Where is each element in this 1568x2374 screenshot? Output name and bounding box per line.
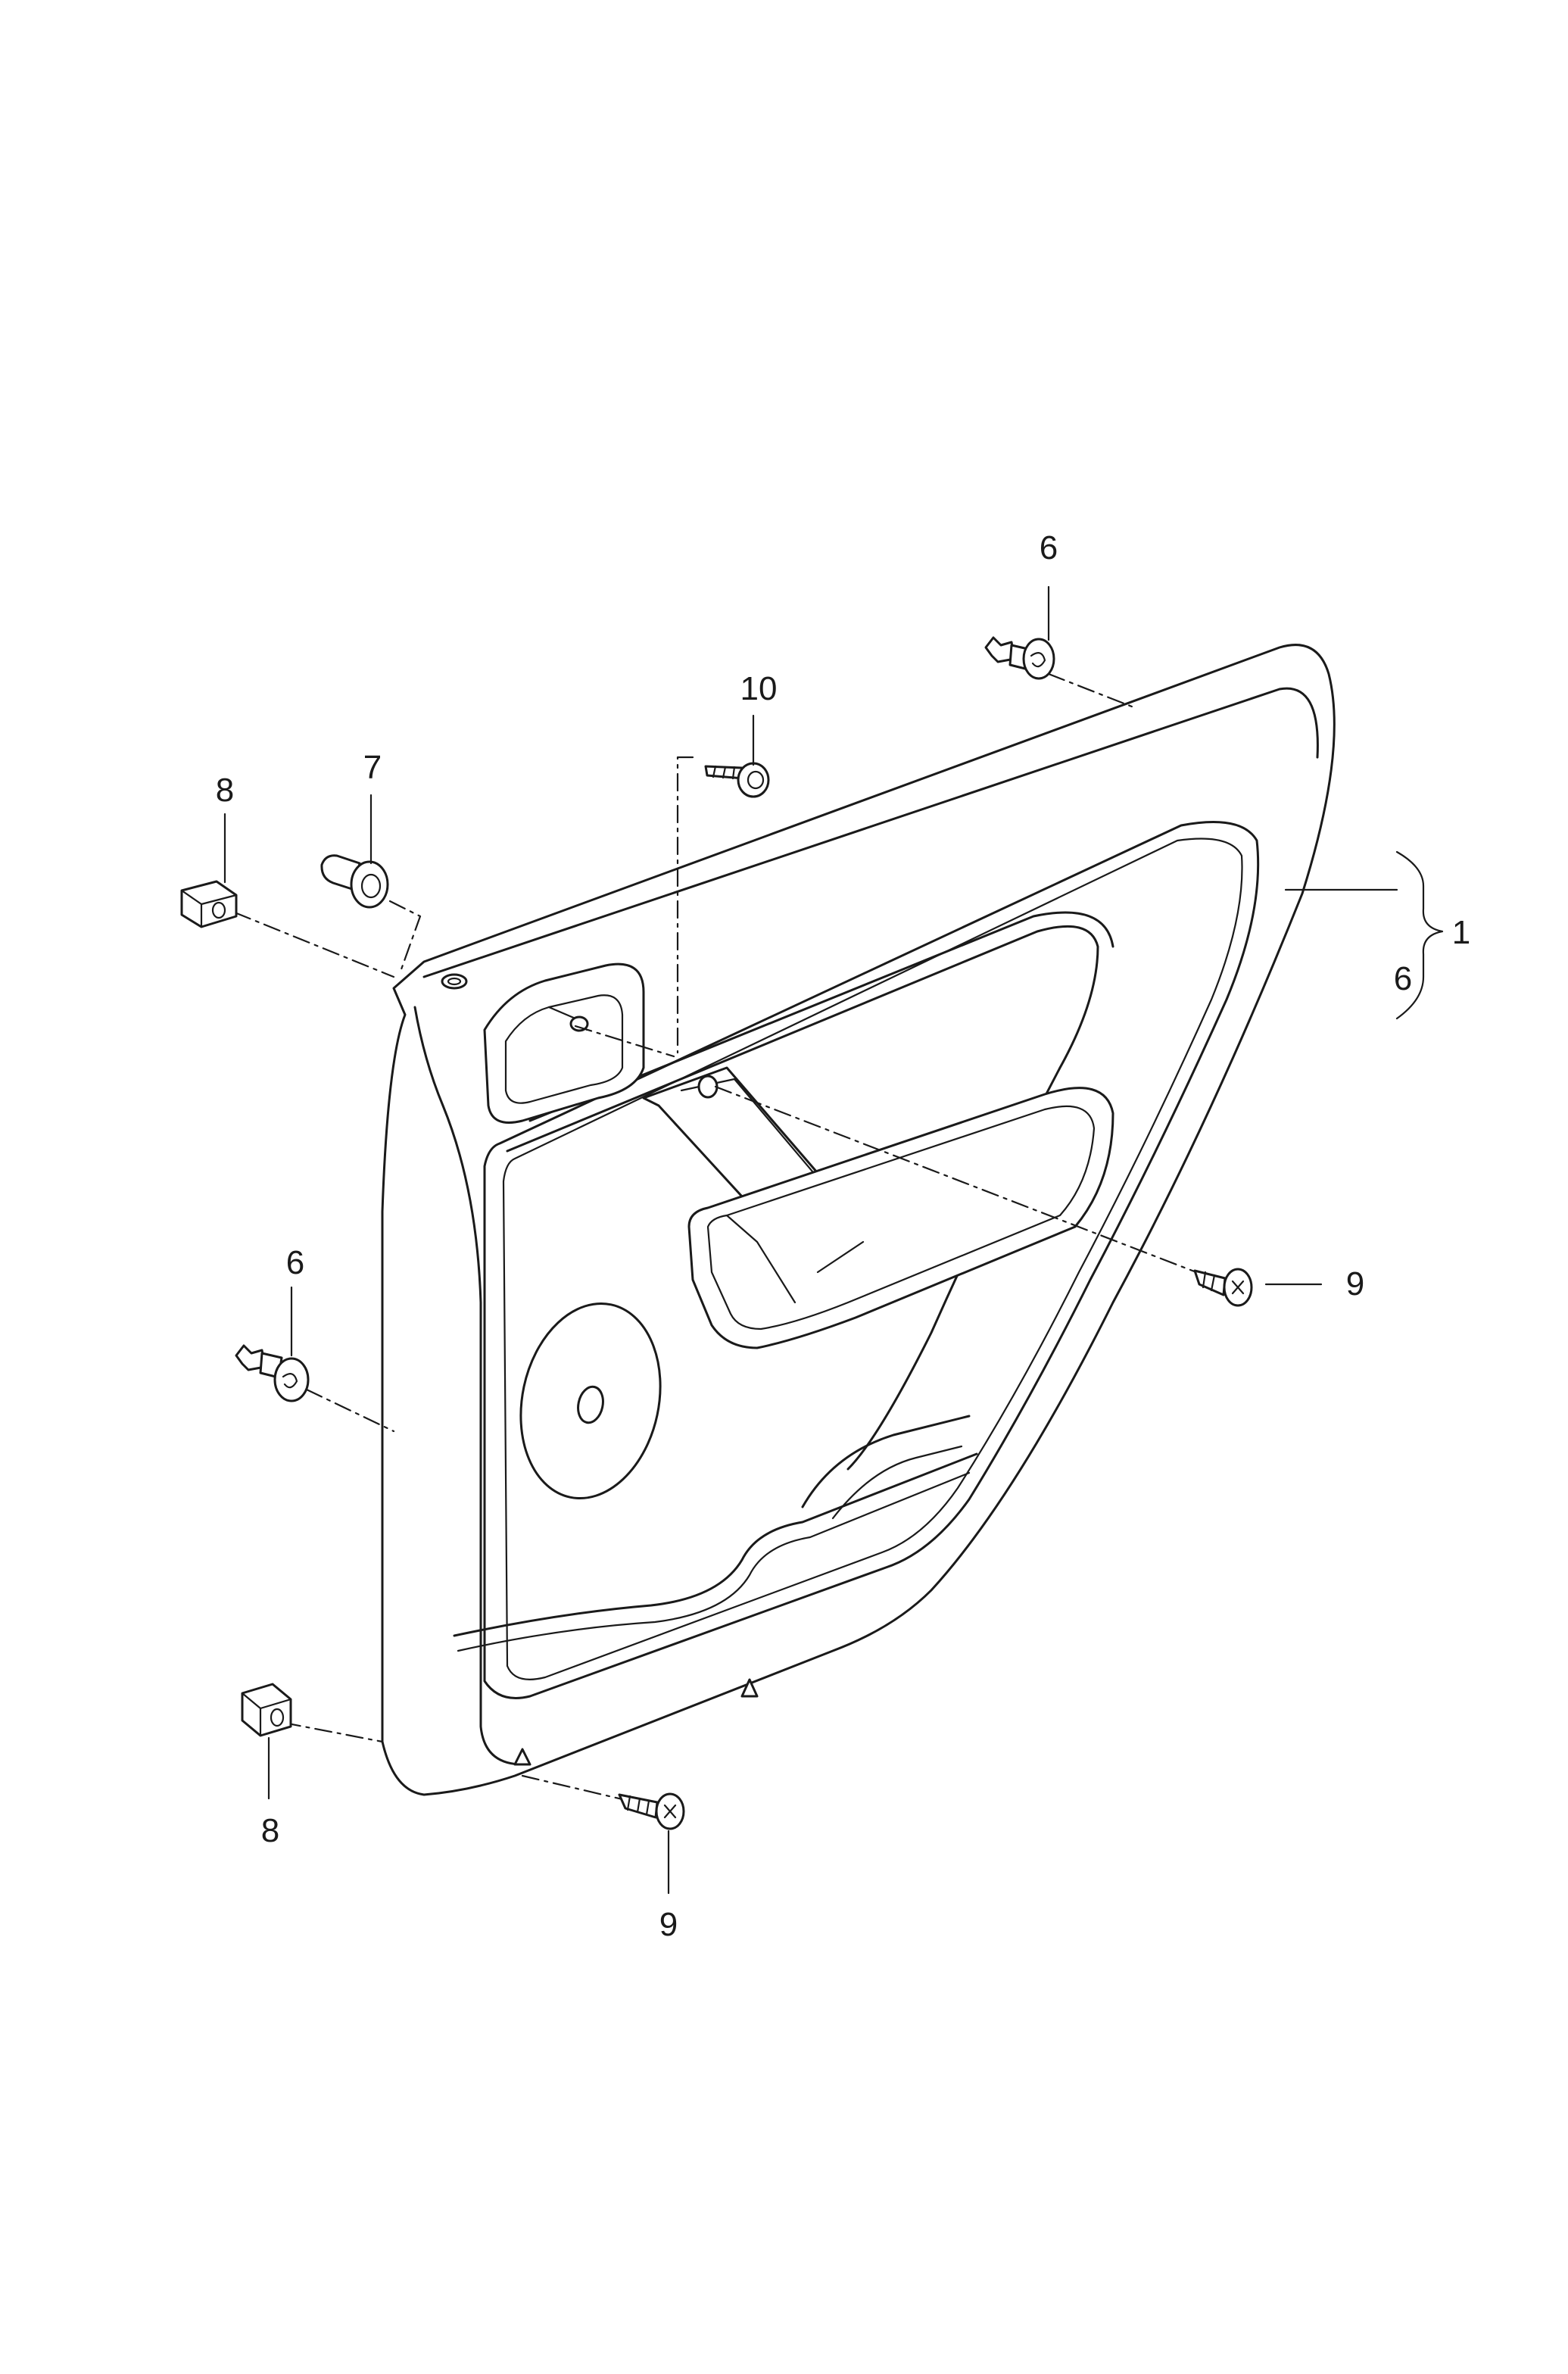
screw-right (1193, 1268, 1253, 1307)
clip-nut-bottom (241, 1683, 292, 1737)
leader-lines (233, 672, 1198, 1808)
callout-labels: 6 10 7 8 1 6 9 6 8 9 (216, 529, 1470, 1943)
push-clip-left (235, 1344, 310, 1402)
callout-6-top: 6 (1040, 529, 1058, 566)
callout-8-top: 8 (216, 772, 234, 809)
callout-6-bracket: 6 (1394, 960, 1412, 997)
door-trim-panel (381, 644, 1336, 1796)
clip-nut-top (180, 880, 238, 928)
callout-7: 7 (363, 749, 382, 786)
callout-6-left: 6 (286, 1244, 304, 1281)
callout-9-right: 9 (1346, 1265, 1364, 1302)
callout-8-bottom: 8 (261, 1812, 279, 1849)
screw-bottom (618, 1792, 685, 1830)
callout-leaders (223, 585, 1444, 1895)
callout-1: 1 (1452, 914, 1470, 951)
bolt (704, 762, 770, 798)
callout-10: 10 (740, 670, 778, 707)
push-clip-top (984, 636, 1055, 680)
expansion-rivet (320, 854, 389, 909)
callout-9-bottom: 9 (659, 1906, 678, 1943)
